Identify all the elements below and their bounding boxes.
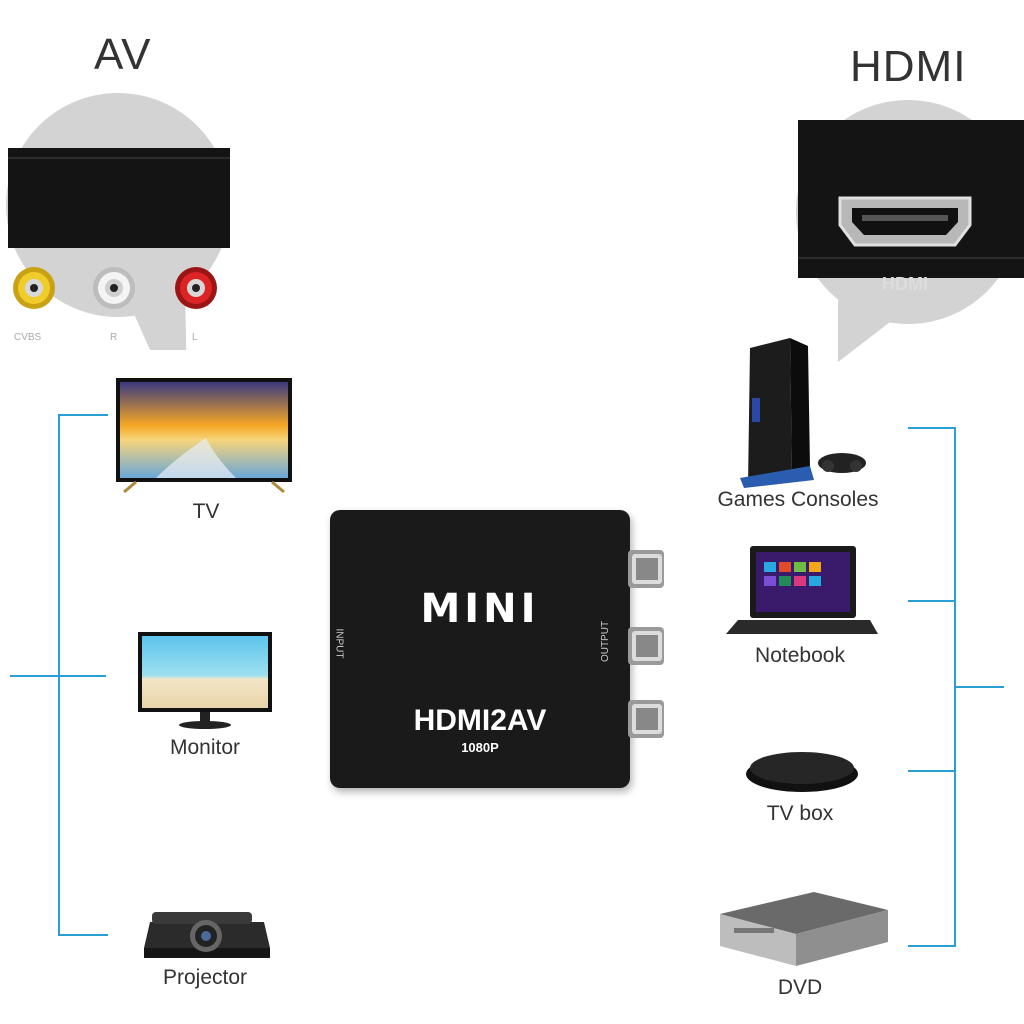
projector-label: Projector (162, 966, 248, 989)
right-connector-notebook (908, 600, 956, 602)
left-connector-stub (10, 675, 106, 677)
hdmi-port-label: HDMI (882, 274, 928, 294)
converter-output-label: OUTPUT (600, 620, 612, 663)
av-heading: AV (94, 30, 152, 79)
right-connector-console (908, 427, 956, 429)
hdmi-port-callout: HDMI (790, 100, 1024, 365)
r-port-label: R (110, 332, 118, 343)
right-connector-dvd (908, 945, 956, 947)
av-port-callout: CVBS R L (0, 90, 240, 350)
yellow-rca-jack-icon (13, 267, 55, 309)
left-connector-projector (58, 934, 108, 936)
av-callout-shape (6, 93, 230, 350)
converter-brand: MINI (420, 586, 540, 632)
hdmi-callout-shape (796, 100, 1024, 362)
notebook-icon (724, 544, 880, 640)
monitor-icon (138, 632, 274, 732)
cvbs-port-label: CVBS (14, 332, 42, 343)
monitor-label: Monitor (169, 736, 241, 759)
rca-output-jack-icon (628, 700, 664, 738)
l-port-label: L (192, 332, 198, 343)
red-rca-jack-icon (175, 267, 217, 309)
tv-box-icon (744, 744, 860, 794)
games-consoles-label: Games Consoles (717, 488, 879, 511)
white-rca-jack-icon (93, 267, 135, 309)
tv-icon (116, 378, 294, 496)
left-connector-tv (58, 414, 108, 416)
tv-label: TV (192, 500, 220, 523)
right-connector-tvbox (908, 770, 956, 772)
projector-icon (144, 904, 272, 964)
hdmi2av-converter: MINI HDMI2AV 1080P INPUT OUTPUT (330, 510, 630, 788)
rca-output-jack-icon (628, 627, 664, 665)
dvd-player-icon (716, 890, 892, 970)
converter-model: HDMI2AV (413, 704, 547, 737)
converter-resolution: 1080P (461, 740, 499, 755)
rca-output-jack-icon (628, 550, 664, 588)
hdmi-heading: HDMI (850, 42, 967, 91)
dvd-label: DVD (777, 976, 823, 999)
right-connector-stub (954, 686, 1004, 688)
game-console-icon (730, 338, 880, 488)
converter-input-label: INPUT (333, 628, 345, 659)
notebook-label: Notebook (755, 644, 845, 667)
tv-box-label: TV box (766, 802, 834, 825)
